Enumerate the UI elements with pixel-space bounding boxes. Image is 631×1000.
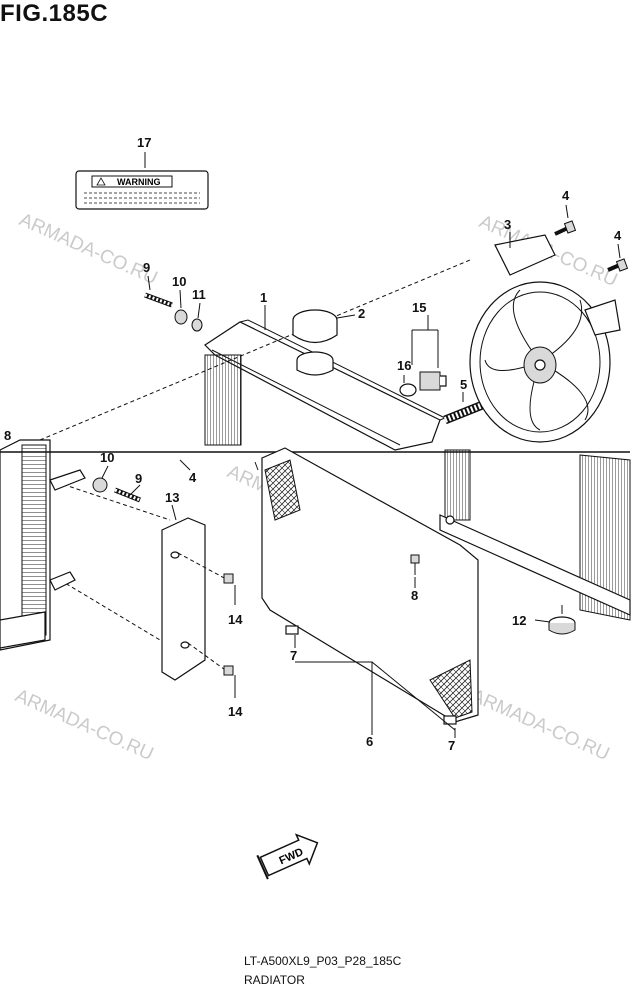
figure-title: FIG.185C (0, 0, 109, 27)
callout-12: 12 (512, 613, 526, 628)
callout-10-bottom: 10 (100, 450, 114, 465)
callout-11: 11 (192, 287, 206, 302)
radiator-screen (254, 447, 479, 725)
callout-7-right: 7 (448, 738, 455, 753)
callout-4-left: 4 (189, 470, 197, 485)
diagram-code: LT-A500XL9_P03_P28_185C (244, 954, 402, 968)
watermark-5: ARMADA-CO.RU (468, 685, 613, 765)
callout-1: 1 (260, 290, 267, 305)
bolts (92, 220, 629, 503)
callout-2: 2 (358, 306, 365, 321)
radiator-cap (292, 309, 338, 376)
callouts: 17 1 2 3 4 4 4 5 6 7 7 8 8 9 9 10 10 11 … (4, 135, 622, 753)
callout-4-right: 4 (614, 228, 622, 243)
warning-label-text: WARNING (117, 177, 161, 187)
callout-15: 15 (412, 300, 426, 315)
callout-10-top: 10 (172, 274, 186, 289)
screw-8 (410, 554, 420, 575)
callout-8-right: 8 (411, 588, 418, 603)
watermark-4: ARMADA-CO.RU (12, 685, 157, 765)
callout-7-left: 7 (290, 648, 297, 663)
watermark-1: ARMADA-CO.RU (16, 209, 161, 289)
callout-5: 5 (460, 377, 467, 392)
grommet (548, 605, 576, 635)
callout-16: 16 (397, 358, 411, 373)
callout-14-bottom: 14 (228, 704, 243, 719)
radiator-assembly (0, 259, 631, 651)
callout-14-top: 14 (228, 612, 243, 627)
callout-6: 6 (366, 734, 373, 749)
callout-4-top: 4 (562, 188, 570, 203)
fwd-badge: FWD (256, 833, 319, 880)
callout-17: 17 (137, 135, 151, 150)
callout-3: 3 (504, 217, 511, 232)
callout-8-left: 8 (4, 428, 11, 443)
leader-lines (101, 152, 621, 738)
callout-9-top: 9 (143, 260, 150, 275)
diagram-name: RADIATOR (244, 973, 305, 987)
side-plate (161, 517, 234, 681)
thermo-switch (399, 371, 447, 397)
warning-label: WARNING (75, 170, 209, 210)
callout-9-bottom: 9 (135, 471, 142, 486)
callout-13: 13 (165, 490, 179, 505)
